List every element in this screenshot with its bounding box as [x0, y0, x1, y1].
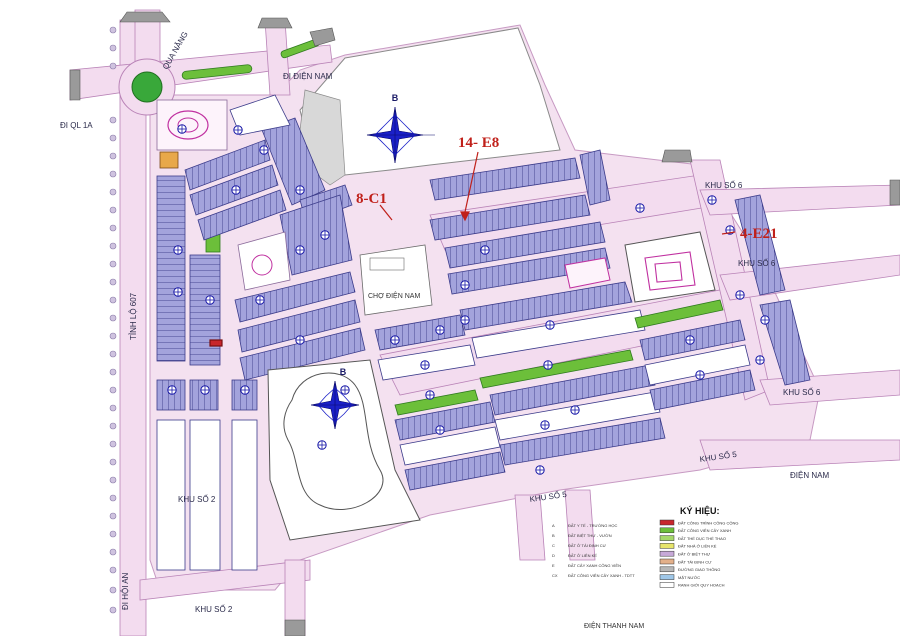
legend-swatch	[659, 558, 675, 565]
legend-swatch	[659, 519, 675, 526]
legend-right-text: ĐẤT THỂ DỤC THỂ THAO	[678, 536, 726, 541]
road-label-khu-so-6-top: KHU SỐ 6	[705, 180, 743, 190]
legend-right-text: ĐƯỜNG GIAO THÔNG	[678, 567, 720, 572]
legend-swatch	[659, 535, 675, 541]
legend-left-code: A	[552, 523, 555, 528]
road-label-khu-so-2-bottom: KHU SỐ 2	[195, 604, 233, 614]
legend-right-text: ĐẤT TÁI ĐỊNH CƯ	[678, 559, 712, 564]
legend-right-text: MẶT NƯỚC	[678, 575, 700, 580]
legend-right-text: ĐẤT Ở BIỆT THỰ	[678, 552, 711, 557]
road-label-ql1a: ĐI QL 1A	[60, 121, 93, 130]
legend-right-list: ĐẤT CÔNG TRÌNH CÔNG CỘNG ĐẤT CÔNG VIÊN CÂ…	[659, 519, 739, 588]
school-zone	[564, 231, 716, 303]
market-zone	[359, 244, 433, 316]
legend-left-code: C	[552, 543, 555, 548]
road-label-dien-nam-top: ĐI ĐIỆN NAM	[283, 72, 333, 81]
legend-left-code: D	[552, 553, 555, 558]
north-arrow-top: B	[366, 93, 435, 164]
blocks-center-grid	[374, 149, 811, 491]
legend-swatch	[659, 527, 675, 534]
legend-swatch	[659, 550, 675, 557]
legend-swatch	[659, 582, 675, 588]
plot-pointers	[209, 151, 736, 347]
north-label-bottom: B	[340, 367, 347, 377]
legend-left-list: A ĐẤT Y TẾ - TRƯỜNG HỌC B ĐẤT BIỆT THỰ - VƯ…	[552, 523, 635, 578]
legend-left-code: B	[552, 533, 555, 538]
park-center-left	[237, 231, 291, 291]
legend-left-text: ĐẤT CÔNG VIÊN CÂY XANH - TDTT	[568, 573, 635, 578]
north-arrow-bottom: B	[310, 367, 360, 430]
road-label-tinh-lo: TỈNH LỘ 607	[129, 292, 138, 340]
road-label-dien-thanh-nam: ĐIỆN THANH NAM	[584, 621, 644, 630]
legend-title: KÝ HIỆU:	[680, 505, 720, 516]
plot-label-8-c1: 8-C1	[356, 191, 387, 207]
legend-left-text: ĐẤT Y TẾ - TRƯỜNG HỌC	[568, 523, 617, 528]
road-label-dien-nam-right: ĐIỆN NAM	[790, 471, 829, 480]
road-label-hoi-an: ĐI HỘI AN	[121, 572, 130, 610]
blocks-mid-left	[234, 271, 366, 381]
legend-right-text: ĐẤT NHÀ Ở LIÊN KẾ	[678, 544, 717, 549]
legend-left-code: E	[552, 563, 555, 568]
legend-left-text: ĐẤT Ở TÁI ĐỊNH CƯ	[568, 543, 607, 548]
legend-swatch	[659, 543, 675, 549]
legend-left-code: CX	[552, 573, 558, 578]
legend: KÝ HIỆU: A ĐẤT Y TẾ - TRƯỜNG HỌC B ĐẤT BIỆT…	[552, 505, 739, 588]
park-top-left	[156, 99, 228, 169]
north-label-top: B	[392, 93, 399, 103]
highway-trees	[109, 26, 117, 614]
legend-right-text: ĐẤT CÔNG TRÌNH CÔNG CỘNG	[678, 520, 739, 525]
zone-label-cho-dien-nam: CHỢ ĐIỆN NAM	[368, 291, 420, 300]
blocks-left-column	[156, 175, 258, 571]
plot-label-14-e8: 14- E8	[458, 135, 499, 151]
legend-right-text: ĐẤT CÔNG VIÊN CÂY XANH	[678, 528, 731, 533]
legend-left-text: ĐẤT Ở LIÊN KẾ	[568, 553, 597, 558]
legend-right-text: RANH GIỚI QUY HOẠCH	[678, 583, 725, 588]
road-label-khu-so-6-right: KHU SỐ 6	[738, 258, 776, 268]
legend-left-text: ĐẤT BIỆT THỰ - VƯỜN	[568, 533, 612, 538]
zone-label-khu-so-2: KHU SỐ 2	[178, 494, 216, 504]
legend-left-text: ĐẤT CÂY XANH CÔNG VIÊN	[568, 563, 621, 568]
plot-label-4-e21: 4-E21	[740, 226, 778, 242]
road-label-khu-so-6-lower: KHU SỐ 6	[783, 387, 821, 397]
legend-swatch	[659, 566, 675, 573]
legend-swatch	[659, 574, 675, 580]
blocks-upper-left	[184, 94, 353, 276]
road-end-markers	[69, 11, 900, 636]
central-park	[267, 359, 421, 541]
